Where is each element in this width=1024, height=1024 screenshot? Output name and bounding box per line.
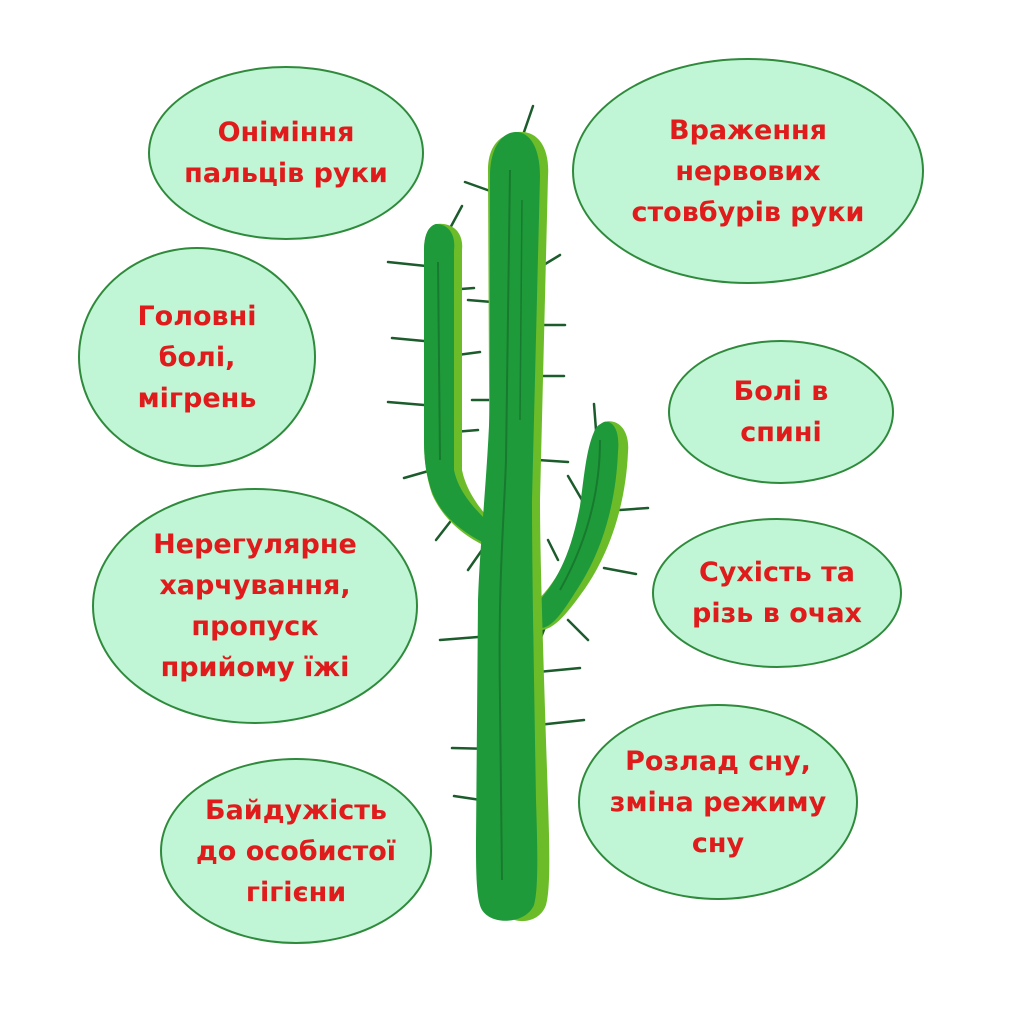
bubble-headache: Головні болі, мігрень xyxy=(78,247,316,467)
bubble-hygiene: Байдужість до особистої гігієни xyxy=(160,758,432,944)
bubble-numb-fingers: Оніміння пальців руки xyxy=(148,66,424,240)
cactus-trunk xyxy=(476,131,550,922)
bubble-dry-eyes: Сухість та різь в очах xyxy=(652,518,902,668)
cactus-left-arm xyxy=(424,223,490,549)
bubble-nerve-damage: Враження нервових стовбурів руки xyxy=(572,58,924,284)
cactus-right-arm xyxy=(531,421,629,631)
bubble-back-pain: Болі в спині xyxy=(668,340,894,484)
bubble-irregular-eating: Нерегулярне харчування, пропуск прийому … xyxy=(92,488,418,724)
bubble-sleep-disorder: Розлад сну, зміна режиму сну xyxy=(578,704,858,900)
